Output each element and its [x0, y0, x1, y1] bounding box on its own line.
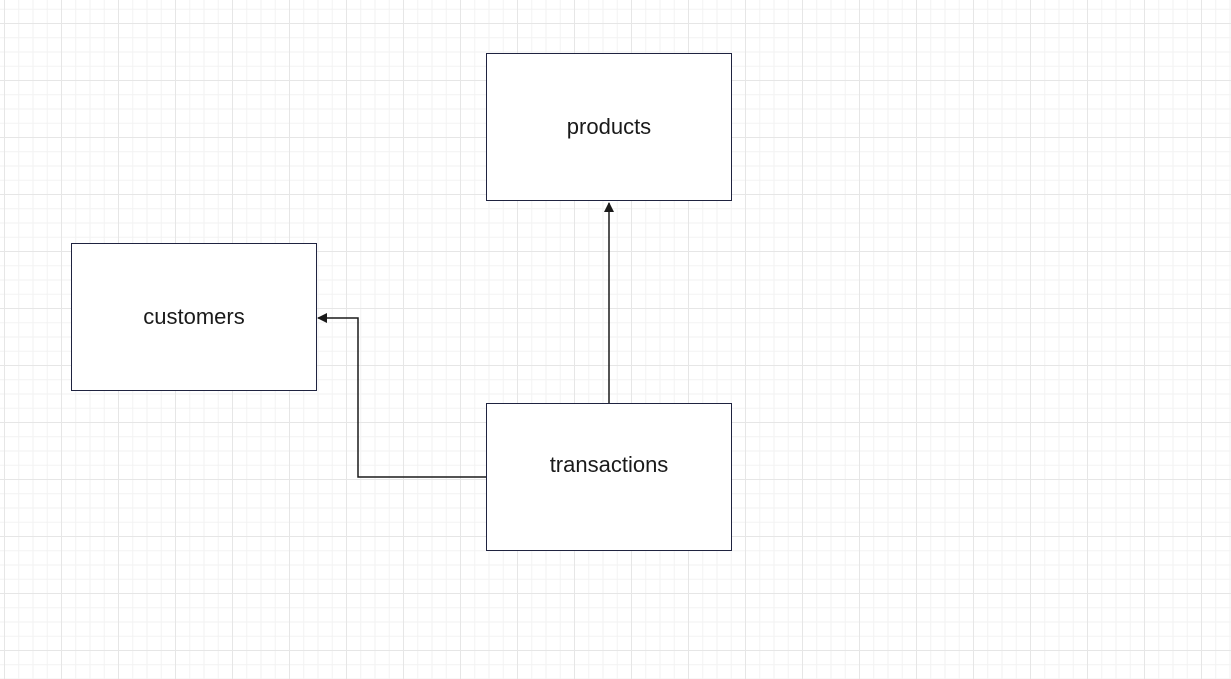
node-label-transactions: transactions — [549, 452, 669, 477]
node-transactions[interactable]: transactions — [486, 403, 732, 551]
node-products[interactable]: products — [486, 53, 732, 201]
node-label-products: products — [566, 114, 652, 139]
node-customers[interactable]: customers — [71, 243, 317, 391]
node-label-customers: customers — [143, 304, 245, 329]
edge-transactions-to-customers[interactable] — [317, 313, 487, 478]
